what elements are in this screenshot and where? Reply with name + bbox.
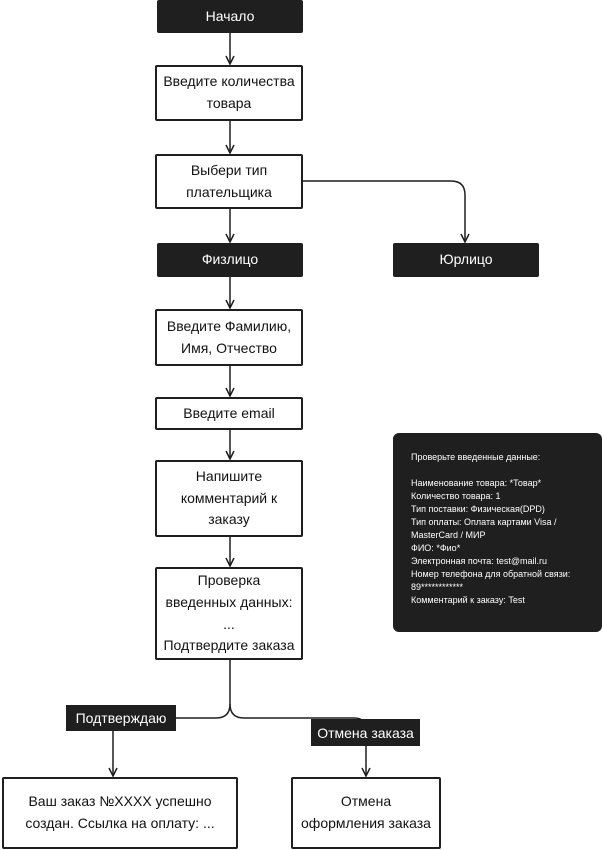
confirm-edge-label: Подтверждаю — [66, 705, 176, 731]
note-line-delivery: Тип поставки: Физическая(DPD) — [411, 504, 545, 514]
data-check-note: Проверьте введенные данные: Наименование… — [393, 433, 602, 632]
note-title: Проверьте введенные данные: — [411, 452, 541, 462]
edge-payer-to-legal — [303, 180, 465, 242]
note-line-product: Наименование товара: *Товар* — [411, 478, 542, 488]
note-line-phone: Номер телефона для обратной связи: 89***… — [411, 569, 571, 592]
note-line-fullname: ФИО: *Фио* — [411, 543, 461, 553]
choose-payer-type-node: Выбери тип плательщика — [155, 154, 303, 209]
individual-node: Физлицо — [157, 243, 303, 277]
order-cancelled-node: Отмена оформления заказа — [291, 777, 441, 849]
start-node: Начало — [157, 0, 303, 33]
cancel-edge-label: Отмена заказа — [311, 719, 420, 746]
order-created-node: Ваш заказ №XXXX успешно создан. Ссылка н… — [2, 777, 238, 849]
enter-email-node: Введите email — [155, 397, 303, 430]
note-line-payment: Тип оплаты: Оплата картами Visa / Master… — [411, 517, 557, 540]
note-line-email: Электронная почта: test@mail.ru — [411, 556, 547, 566]
enter-name-node: Введите Фамилию, Имя, Отчество — [155, 309, 303, 366]
enter-quantity-node: Введите количества товара — [155, 65, 303, 121]
legal-entity-node: Юрлицо — [393, 243, 539, 277]
check-data-node: Проверка введенных данных: ... Подтверди… — [155, 567, 303, 660]
write-comment-node: Напишите комментарий к заказу — [155, 460, 303, 537]
note-line-quantity: Количество товара: 1 — [411, 491, 501, 501]
note-line-comment: Комментарий к заказу: Test — [411, 595, 525, 605]
